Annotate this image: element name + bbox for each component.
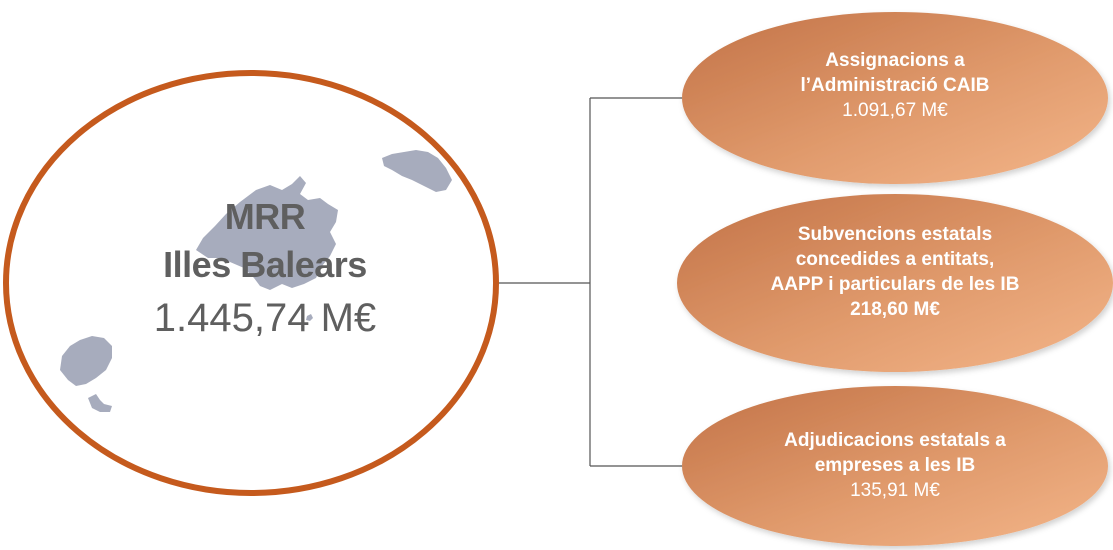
branch-3-line-1: Adjudicacions estatals a [784,430,1006,451]
center-total: 1.445,74 M€ [153,296,377,340]
branch-3-label: Adjudicacions estatals a empreses a les … [705,428,1085,503]
center-title-line-2: Illes Balears [163,244,367,285]
branch-1-label: Assignacions a l’Administració CAIB 1.09… [705,48,1085,123]
branch-oval-3 [682,386,1108,546]
branch-2-label: Subvencions estatals concedides a entita… [705,222,1085,322]
formentera-island [88,394,112,412]
center-title-line-1: MRR [224,196,306,237]
branch-2-line-2: concedides a entitats, [795,249,995,270]
balearic-islands-map [60,150,452,412]
eivissa-island [60,336,112,386]
branch-3-line-2: empreses a les IB [814,455,976,476]
branch-1-line-2: l’Administració CAIB [800,75,990,96]
branch-2-line-3: AAPP i particulars de les IB [770,274,1020,295]
mallorca-island [196,176,338,290]
cabrera-island [306,314,313,321]
branch-1-amount: 1.091,67 M€ [842,100,948,121]
branch-oval-1 [682,12,1108,184]
menorca-island [382,150,452,192]
branch-3-amount: 135,91 M€ [850,480,940,501]
branch-1-line-1: Assignacions a [825,50,965,71]
branch-2-amount: 218,60 M€ [850,299,940,320]
branch-oval-2 [677,194,1113,372]
branch-2-line-1: Subvencions estatals [797,224,993,245]
center-label: MRR Illes Balears 1.445,74 M€ [100,193,430,345]
center-circle [3,70,499,496]
connector-lines [498,97,682,467]
